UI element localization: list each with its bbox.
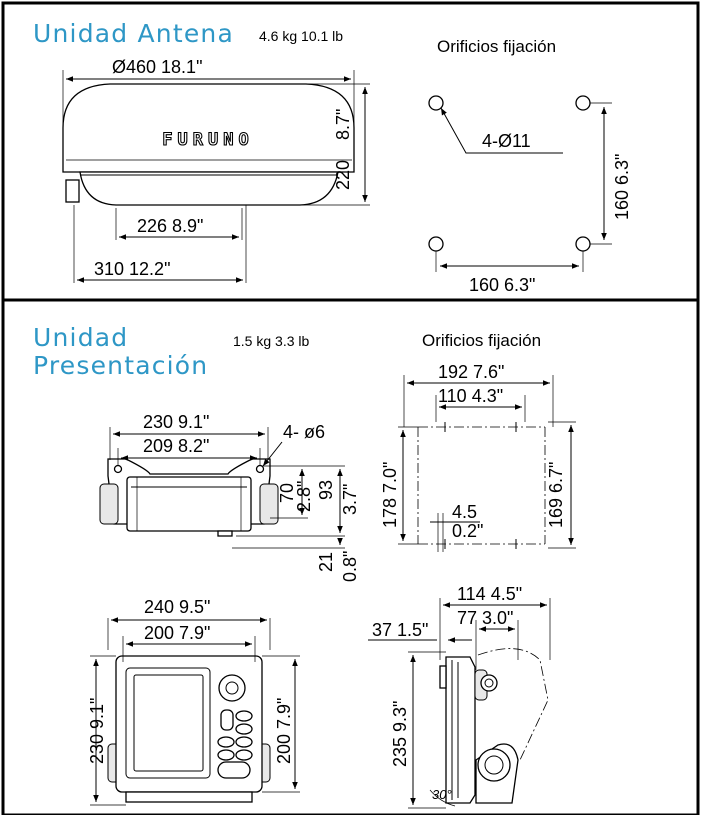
furuno-logo: FURUNO bbox=[162, 130, 253, 150]
antenna-dim-base-outer: 310 12.2" bbox=[94, 259, 170, 279]
side-angle: 30° bbox=[432, 787, 452, 802]
display-side-drawing bbox=[429, 648, 549, 807]
antenna-holes-drawing: 4-Ø11 160 6.3" 160 6.3" bbox=[428, 95, 632, 295]
display-holes-dim-110: 110 4.3" bbox=[438, 386, 503, 406]
display-holes-title: Orificios fijación bbox=[422, 331, 541, 350]
display-holes-dim-45-in: 0.2" bbox=[452, 521, 483, 541]
bracket-dim-93-in: 3.7" bbox=[340, 484, 360, 515]
display-title-line2: Presentación bbox=[33, 351, 208, 380]
front-dim-200w: 200 7.9" bbox=[144, 623, 210, 643]
bracket-dim-21-in: 0.8" bbox=[340, 551, 360, 582]
bracket-dim-70: 70 bbox=[277, 483, 297, 503]
antenna-holes-title: Orificios fijación bbox=[437, 37, 556, 56]
side-dim-114: 114 4.5" bbox=[457, 584, 522, 604]
control-knob-icon bbox=[218, 674, 246, 702]
antenna-holes-dim-vertical: 160 6.3" bbox=[612, 154, 632, 220]
antenna-dim-height-in: 8.7" bbox=[333, 109, 353, 140]
bracket-hole bbox=[255, 464, 265, 474]
display-holes-dim-45: 4.5 bbox=[452, 502, 477, 522]
antenna-unit-drawing: FURUNO bbox=[62, 83, 355, 206]
bracket-dim-inner-width: 209 8.2" bbox=[143, 436, 209, 456]
mount-hole bbox=[428, 236, 444, 252]
bracket-hole-label: 4- ø6 bbox=[283, 422, 325, 442]
side-dim-37: 37 1.5" bbox=[372, 620, 428, 640]
antenna-weight: 4.6 kg 10.1 lb bbox=[259, 28, 343, 44]
bracket-view-drawing bbox=[99, 458, 279, 537]
bracket-dim-21: 21 bbox=[316, 552, 336, 572]
display-holes-dim-169: 169 6.7" bbox=[546, 462, 566, 528]
mount-hole bbox=[428, 95, 444, 111]
display-front-drawing bbox=[107, 655, 271, 803]
side-dim-235: 235 9.3" bbox=[390, 701, 410, 767]
bracket-dim-outer-width: 230 9.1" bbox=[143, 412, 209, 432]
antenna-title: Unidad Antena bbox=[33, 19, 234, 48]
display-holes-drawing bbox=[417, 422, 546, 549]
bracket-hole bbox=[113, 464, 123, 474]
display-title-line1: Unidad bbox=[33, 323, 128, 352]
antenna-connector bbox=[65, 179, 80, 203]
front-dim-240: 240 9.5" bbox=[144, 597, 210, 617]
antenna-holes-dim-horizontal: 160 6.3" bbox=[469, 275, 535, 295]
display-weight: 1.5 kg 3.3 lb bbox=[233, 333, 309, 349]
front-dim-200h: 200 7.9" bbox=[274, 698, 294, 764]
display-holes-dim-192: 192 7.6" bbox=[438, 362, 504, 382]
front-dim-230: 230 9.1" bbox=[87, 698, 107, 764]
bracket-dim-70-in: 2.8" bbox=[294, 481, 314, 512]
antenna-dim-width: Ø460 18.1" bbox=[112, 57, 202, 77]
bracket-dim-93: 93 bbox=[316, 480, 336, 500]
antenna-dim-base-inner: 226 8.9" bbox=[137, 216, 203, 236]
display-holes-dim-178: 178 7.0" bbox=[380, 462, 400, 528]
mount-hole bbox=[575, 95, 591, 111]
bracket-knob-icon bbox=[480, 674, 498, 692]
antenna-hole-label: 4-Ø11 bbox=[482, 131, 531, 151]
mount-hole bbox=[575, 236, 591, 252]
antenna-dim-height-mm: 220 bbox=[333, 160, 353, 190]
side-dim-77: 77 3.0" bbox=[457, 608, 513, 628]
